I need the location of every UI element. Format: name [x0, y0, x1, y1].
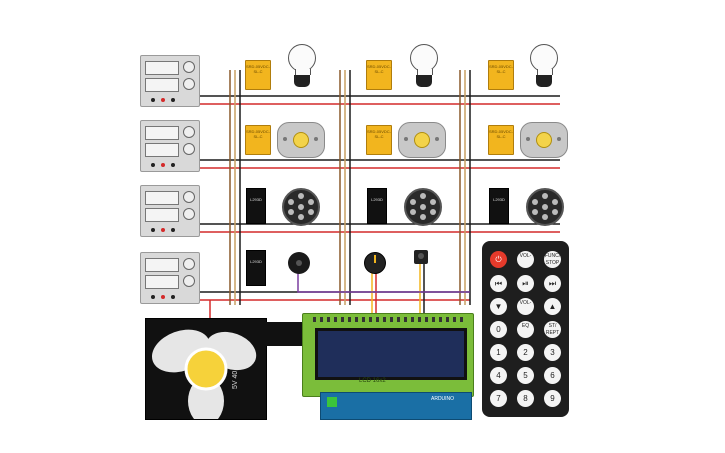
relay-r2c2: SRD-05VDC-SL-C: [366, 125, 392, 155]
remote-5-button[interactable]: 5: [517, 367, 534, 384]
remote-0-button[interactable]: 0: [490, 321, 507, 338]
potentiometer[interactable]: [364, 252, 386, 274]
power-supply-2: [140, 120, 200, 172]
driver-label: L293D: [371, 197, 383, 202]
relay-label: SRD-05VDC-SL-C: [367, 64, 392, 74]
power-supply-3: [140, 185, 200, 237]
lcd-label: LCD 16x2: [359, 378, 386, 384]
bulb-1: [288, 44, 316, 87]
remote-prev-button[interactable]: ⏮: [490, 275, 507, 292]
dc-motor-1: [277, 122, 325, 158]
fan-label: 5V 40: [232, 370, 239, 389]
arduino-board: ARDUINO: [320, 392, 472, 420]
remote-3-button[interactable]: 3: [544, 344, 561, 361]
remote-9-button[interactable]: 9: [544, 390, 561, 407]
ir-receiver: [414, 250, 428, 264]
driver-label: L293D: [250, 259, 262, 264]
relay-r2c1: SRD-05VDC-SL-C: [245, 125, 271, 155]
speaker-1: [282, 188, 320, 226]
remote-2-button[interactable]: 2: [517, 344, 534, 361]
relay-r2c3: SRD-05VDC-SL-C: [488, 125, 514, 155]
dc-motor-3: [520, 122, 568, 158]
relay-r1c3: SRD-05VDC-SL-C: [488, 60, 514, 90]
ir-remote: ⏻ VOL- FUNC/ STOP ⏮ ⏯ ⏭ ▼ VOL- ▲ 0 EQ ST…: [482, 241, 569, 417]
relay-r1c2: SRD-05VDC-SL-C: [366, 60, 392, 90]
remote-down-button[interactable]: ▼: [490, 298, 507, 315]
bulb-3: [530, 44, 558, 87]
buzzer: [288, 252, 310, 274]
speaker-2: [404, 188, 442, 226]
relay-label: SRD-05VDC-SL-C: [246, 64, 271, 74]
relay-label: SRD-05VDC-SL-C: [246, 129, 271, 139]
motor-driver-r4c1: L293D: [246, 250, 266, 286]
fan-connector: [262, 322, 302, 346]
arduino-label: ARDUINO: [431, 396, 455, 402]
remote-play-pause-button[interactable]: ⏯: [517, 275, 534, 292]
remote-vol-button[interactable]: VOL-: [517, 298, 534, 315]
remote-1-button[interactable]: 1: [490, 344, 507, 361]
remote-6-button[interactable]: 6: [544, 367, 561, 384]
speaker-3: [526, 188, 564, 226]
relay-label: SRD-05VDC-SL-C: [367, 129, 392, 139]
remote-func-stop-button[interactable]: FUNC/ STOP: [544, 251, 561, 268]
motor-driver-r3c1: L293D: [246, 188, 266, 224]
remote-4-button[interactable]: 4: [490, 367, 507, 384]
remote-next-button[interactable]: ⏭: [544, 275, 561, 292]
dc-motor-2: [398, 122, 446, 158]
driver-label: L293D: [493, 197, 505, 202]
remote-st-rept-button[interactable]: ST/ REPT: [544, 321, 561, 338]
driver-label: L293D: [250, 197, 262, 202]
remote-up-button[interactable]: ▲: [544, 298, 561, 315]
bulb-2: [410, 44, 438, 87]
motor-driver-r3c3: L293D: [489, 188, 509, 224]
relay-r1c1: SRD-05VDC-SL-C: [245, 60, 271, 90]
remote-power-button[interactable]: ⏻: [490, 251, 507, 268]
fan-blades-icon: [151, 329, 257, 419]
remote-7-button[interactable]: 7: [490, 390, 507, 407]
lcd-board: LCD 16x2: [302, 313, 474, 397]
led-indicator: [327, 397, 337, 407]
relay-label: SRD-05VDC-SL-C: [489, 129, 514, 139]
relay-label: SRD-05VDC-SL-C: [489, 64, 514, 74]
power-supply-4: [140, 252, 200, 304]
remote-eq-button[interactable]: EQ: [517, 321, 534, 338]
lcd-pin-header: [313, 317, 463, 322]
power-supply-1: [140, 55, 200, 107]
fan-module: 5V 40: [145, 318, 267, 420]
lcd-screen: [315, 328, 467, 380]
remote-vol-minus-button[interactable]: VOL-: [517, 251, 534, 268]
motor-driver-r3c2: L293D: [367, 188, 387, 224]
remote-8-button[interactable]: 8: [517, 390, 534, 407]
